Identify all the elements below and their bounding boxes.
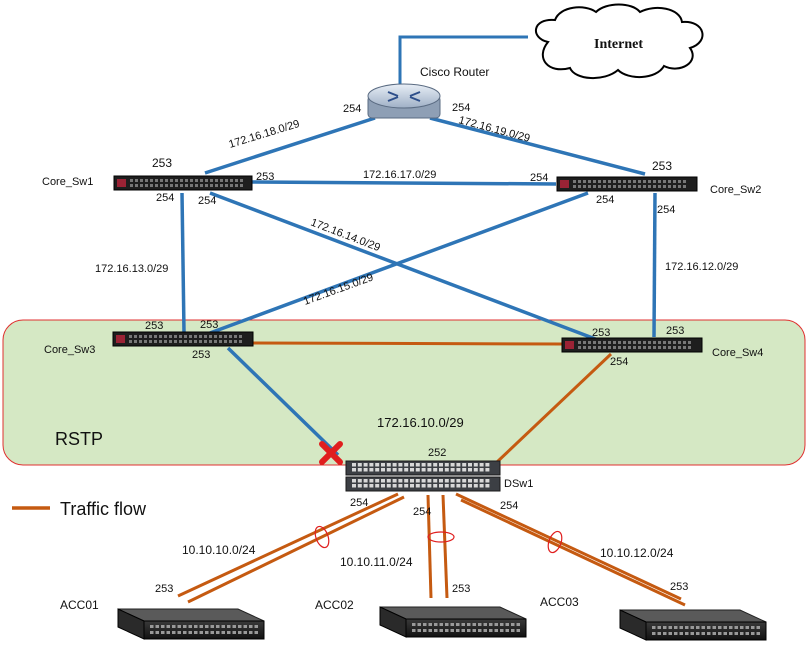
port-sw3-left: 253 [145,320,163,332]
link-sw4-dsw1 [495,352,613,464]
core-sw1-label: Core_Sw1 [42,176,93,188]
port-sw4-left: 253 [592,327,610,339]
blocked-port-icon [319,441,343,465]
acc03-label: ACC03 [540,595,579,609]
link-sw2-sw3 [209,191,589,335]
core-sw2-device [556,176,698,192]
legend-label: Traffic flow [60,499,147,519]
link-sw1-sw3 [180,192,186,333]
port-sw4-right: 253 [666,325,684,337]
net-core-dsw: 172.16.10.0/29 [377,415,464,430]
link-sw3-dsw1 [226,346,340,457]
net-acc01: 10.10.10.0/24 [182,543,256,557]
lag-acc02 [427,531,455,543]
net-sw2-sw3: 172.16.15.0/29 [302,271,375,307]
port-dsw1-left: 254 [350,497,368,509]
port-sw1-bottom-left: 254 [156,192,174,204]
link-sw1-sw4 [209,191,599,342]
cloud-label: Internet [594,37,643,52]
port-acc02: 253 [452,583,470,595]
lag-acc03 [547,530,563,554]
port-sw2-left: 254 [530,172,548,184]
lag-acc01 [314,525,330,549]
router-arrows-icon [387,91,421,102]
core-sw1-device [113,175,253,191]
internet-uplink [398,35,528,92]
lag-markers [314,525,563,554]
port-sw2-top: 253 [652,159,672,173]
cisco-router [367,83,441,119]
link-sw3-sw4 [251,341,563,346]
rstp-label: RSTP [55,429,103,449]
core-sw4-label: Core_Sw4 [712,347,763,359]
port-dsw1-mid: 254 [413,506,431,518]
acc01-label: ACC01 [60,598,99,612]
port-dsw1-right: 254 [500,500,518,512]
port-dsw1-top: 252 [428,447,446,459]
port-acc03: 253 [670,581,688,593]
port-sw3-right: 253 [200,319,218,331]
link-sw2-sw4 [652,192,657,338]
net-sw1-sw3: 172.16.13.0/29 [95,263,168,275]
net-acc02: 10.10.11.0/24 [340,555,413,569]
link-router-sw2 [429,116,646,176]
port-sw2-bottom-right: 254 [657,204,675,216]
port-acc01: 253 [155,583,173,595]
link-router-sw1 [204,116,376,175]
acc02-device [379,606,527,638]
orange-links [177,341,686,607]
acc02-label: ACC02 [315,598,354,612]
acc03-device [619,609,767,641]
port-sw1-bottom-right: 254 [198,195,216,207]
port-router-left: 254 [343,103,361,115]
core-sw4-device [561,337,703,353]
router-label: Cisco Router [420,65,489,79]
dsw1-label: DSw1 [504,478,533,490]
link-sw1-sw2 [251,180,557,186]
core-sw3-label: Core_Sw3 [44,344,95,356]
port-sw2-bottom-left: 254 [596,194,614,206]
port-sw3-bottom: 253 [192,349,210,361]
port-sw1-right: 253 [256,171,274,183]
core-sw2-label: Core_Sw2 [710,184,761,196]
dsw1-device [345,460,501,492]
cloud-icon [535,3,704,79]
port-router-right: 254 [452,102,470,114]
acc01-device [117,608,265,640]
net-sw1-sw2: 172.16.17.0/29 [363,169,436,181]
blue-links [180,116,657,457]
port-sw4-bottom: 254 [610,356,628,368]
core-sw3-device [112,331,254,347]
internet-cloud [535,3,704,79]
port-sw1-top: 253 [152,156,172,170]
net-sw2-sw4: 172.16.12.0/29 [665,261,738,273]
net-acc03: 10.10.12.0/24 [600,546,674,560]
